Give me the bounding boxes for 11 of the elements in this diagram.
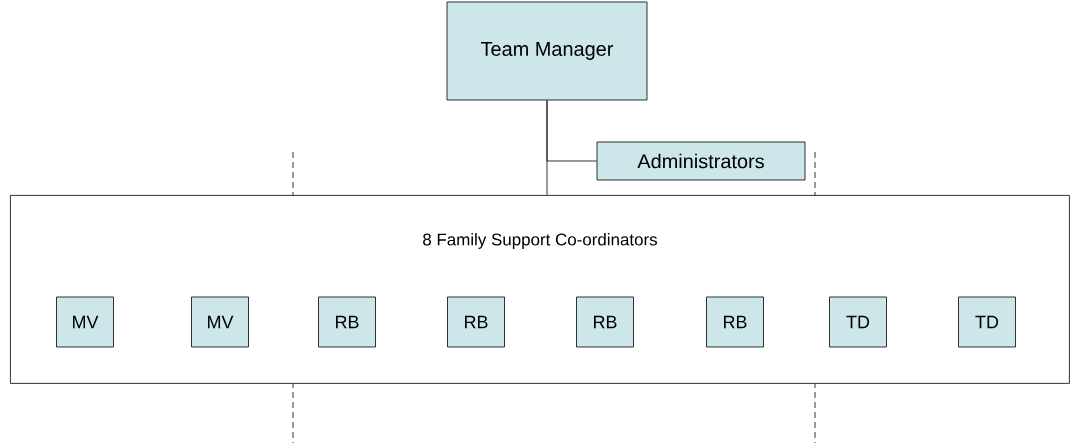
role-box: TD [958, 296, 1016, 348]
role-box: RB [447, 296, 505, 348]
connector-line [546, 100, 597, 162]
role-box: RB [706, 296, 764, 348]
role-box: MV [191, 296, 249, 348]
role-box: MV [56, 296, 114, 348]
role-box: RB [576, 296, 634, 348]
role-box: RB [318, 296, 376, 348]
role-box: TD [829, 296, 887, 348]
role-box: Team Manager [446, 1, 648, 101]
role-box: Administrators [596, 141, 806, 181]
